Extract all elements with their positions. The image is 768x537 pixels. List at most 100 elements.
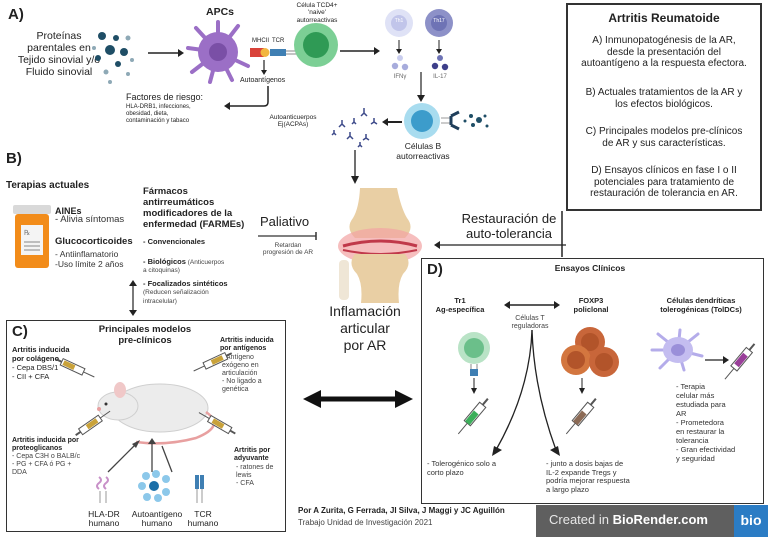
farmes-conventional-label: - Convencionales [143,237,206,246]
arrow-th17-il17 [436,40,442,54]
summary-item-b: B) Actuales tratamientos de la AR y los … [585,87,743,110]
tr1-note: - Tolerogénico solo a corto plazo [427,459,497,477]
panel-d-box [421,258,764,504]
aines-title: AINEs [55,206,82,216]
inflamed-joint-icon [338,188,422,303]
humanized-tcr: TCR humano [187,509,219,528]
farmes-synthetic-note: (Reducen señalización intracelular) [143,289,209,305]
c-d-bidirectional-arrow [303,390,413,408]
ifn-cytokine-icon [391,55,409,71]
arrow-to-antibodies [382,118,402,126]
palliative-label: Paliativo [260,214,310,229]
summary-item-c: C) Principales modelos pre-clínicos de A… [585,126,743,149]
model-proteoglycan-title: Artritis inducida por proteoglicanos [12,437,79,453]
arrow-foxp3-syringe [579,378,585,394]
model-antigen-title: Artritis inducida por antígenos [220,337,274,353]
tolerance-restoration-arrow [434,241,566,249]
tr1-label: Tr1 Ag-específica [435,296,485,314]
syringe-foxp3-icon [565,398,597,435]
svg-text:℞: ℞ [24,229,30,237]
palliative-inhibition-arrow [258,232,317,240]
treg-branching-arrows [492,329,560,456]
model-proteoglycan-text: - Cepa C3H o BALB/c - PG + CFA ó PG + DD… [12,453,81,477]
mhcii-label: MHCII [252,38,269,44]
model-collagen-title: Artritis inducida por colágeno [12,345,70,363]
toldc-cell-icon [650,328,704,372]
arrow-to-joint [351,150,359,184]
arrow-to-th-cells [340,47,380,55]
human-tcr-icon [195,475,204,503]
summary-item-d: D) Ensayos clínicos en fase I o II poten… [590,165,738,199]
humanized-hla-dr: HLA-DR humano [88,509,120,528]
model-adjuvant-title: Artritis por adyuvante [234,447,271,463]
syringe-collagen-icon [55,357,95,378]
foxp3-treg-cells-icon [561,327,619,377]
ifn-label: IFNγ [393,74,407,80]
joint-inflammation-label: Inflamación articular por AR [329,303,401,353]
cd4-tcell-icon [294,23,338,67]
autoantigens-label: Autoantígenos [240,77,286,84]
biorender-logo-text: bio [740,512,762,528]
panel-c-label: C) [12,323,28,340]
foxp3-label: FOXP3 policlonal [573,296,609,314]
th17-label: Th17 [433,18,445,24]
credits-work: Trabajo Unidad de Investigación 2021 [298,518,433,527]
tr1-cell-icon [458,332,490,376]
th1-label: Th1 [394,18,404,24]
protein-fragments-icon [92,32,134,84]
bcr-antigen-icon [441,110,489,131]
model-adjuvant-text: - ratones de lewis - CFA [236,464,274,488]
humanized-autoantigen: Autoantígeno humano [131,509,183,528]
risk-factors-text: HLA-DRB1, infecciones, obesidad, dieta, … [126,104,191,124]
arrow-th1-ifn [396,40,402,54]
badge-brand: BioRender.com [612,512,708,527]
tolerance-restoration-label: Restauración de auto-tolerancia [461,211,557,241]
pill-bottle-icon: ℞ [13,205,51,268]
toldc-notes: - Terapia celular más estudiada para AR … [676,382,736,463]
biorender-logo[interactable]: bio [734,505,768,537]
autoantibodies-label: Autoanticuerpos Ej(ACPAs) [269,114,317,129]
foxp3-note: - junto a dosis bajas de IL-2 expande Tr… [546,459,630,494]
b-cells-label: Células B autorreactivas [396,141,450,161]
apc-cell-icon [186,20,250,84]
current-therapies-title: Terapias actuales [6,180,90,191]
aines-text: - Alivia síntomas [55,214,125,225]
farmes-synthetic-label: - Focalizados sintéticos [143,278,228,288]
panel-a-label: A) [8,6,24,23]
arrow-to-autoantigens [261,60,267,75]
tr1-foxp3-bidirectional-arrow [504,301,560,309]
palliative-note: Retardan progresión de AR [262,242,314,257]
panel-b-label: B) [6,150,22,167]
farmes-item-conventional: - Convencionales [143,237,206,247]
glucocorticoids-text: - Antiinflamatorio -Uso límite 2 años [55,249,124,269]
b-c-bidirectional-arrow [129,280,137,316]
farmes-biological-note: (Anticuerpos a citoquinas) [143,258,225,275]
summary-title: Artritis Reumatoide [608,11,720,25]
b-cell-icon [404,103,440,139]
arrow-to-apc [148,49,184,57]
farmes-item-synthetic: - Focalizados sintéticos (Reducen señali… [143,271,228,306]
biorender-badge[interactable]: Created in BioRender.com [536,505,734,537]
syringe-adjuvant-icon [198,412,236,435]
arrow-to-risk-factors [224,86,269,110]
th1-cell-icon [385,9,413,37]
badge-prefix: Created in [549,512,613,527]
credits-authors: Por A Zurita, G Ferrada, JI Silva, J Mag… [298,506,505,515]
source-proteins-text: Proteínas parentales en Tejido sinovial … [17,30,101,79]
summary-item-a: A) Inmunopatogénesis de la AR, desde la … [581,35,747,69]
panel-c-box [6,320,286,532]
preclinical-models-title: Principales modelos pre-clínicos [98,324,192,346]
arrow-to-bcell [417,72,425,102]
summary-to-d-connector [561,211,563,257]
th17-cell-icon [425,9,453,37]
farmes-biological-label: - Biológicos [143,256,186,266]
hla-dr-icon [96,476,109,503]
risk-factors-title: Factores de riesgo: [126,92,204,102]
human-autoantigen-icon [138,470,170,502]
treg-label: Células T reguladoras [511,315,549,331]
autoantibodies-icon [331,108,378,148]
apcs-label: APCs [205,6,234,18]
syringe-toldc-icon [724,343,756,380]
mhc-tcr-complex-icon [250,48,298,57]
syringe-antigen-icon [193,351,233,372]
